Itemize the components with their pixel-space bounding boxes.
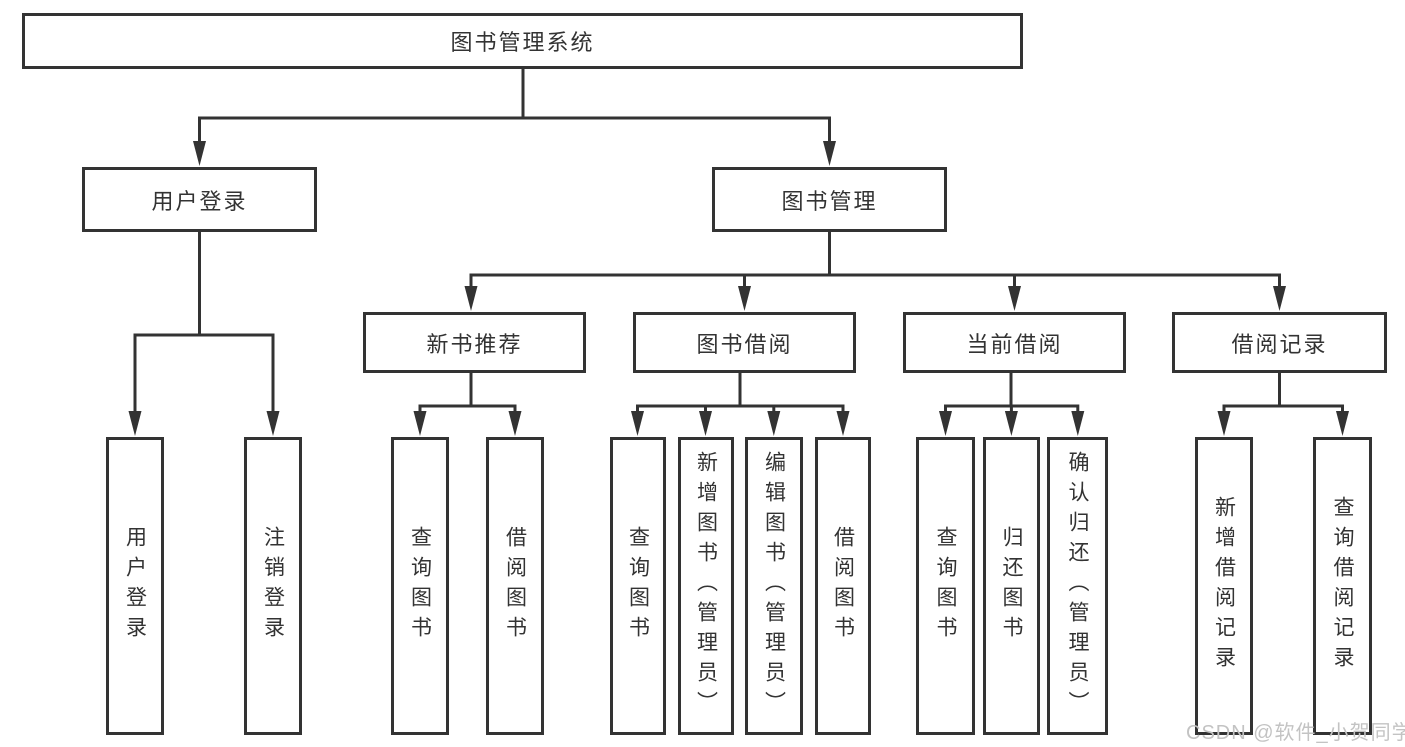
leaf-add-borrow-record: 新增借阅记录 xyxy=(1195,437,1253,735)
leaf-query-borrow-record: 查询借阅记录 xyxy=(1313,437,1372,735)
node-borrow-records: 借阅记录 xyxy=(1172,312,1387,373)
edge-bookborrow-to-leaves xyxy=(636,371,845,415)
edge-bookmgmt-to-level3 xyxy=(469,230,1281,289)
leaf-return-books: 归还图书 xyxy=(983,437,1040,735)
leaf-borrow-books-recommend: 借阅图书 xyxy=(486,437,544,735)
leaf-edit-books-admin: 编辑图书（管理员） xyxy=(745,437,803,735)
edge-userlogin-to-leaves xyxy=(133,230,275,414)
leaf-confirm-return-admin: 确认归还（管理员） xyxy=(1047,437,1108,735)
leaf-logout: 注销登录 xyxy=(244,437,302,735)
leaf-borrow-books: 借阅图书 xyxy=(815,437,871,735)
node-user-login: 用户登录 xyxy=(82,167,317,232)
node-new-book-recommend: 新书推荐 xyxy=(363,312,586,373)
edge-root-to-level2 xyxy=(198,67,831,144)
leaf-query-books-recommend: 查询图书 xyxy=(391,437,449,735)
leaf-user-login: 用户登录 xyxy=(106,437,164,735)
node-book-management: 图书管理 xyxy=(712,167,947,232)
leaf-add-books-admin: 新增图书（管理员） xyxy=(678,437,734,735)
edge-newbooks-to-leaves xyxy=(418,371,517,415)
node-current-borrow: 当前借阅 xyxy=(903,312,1126,373)
leaf-query-books-current: 查询图书 xyxy=(916,437,975,735)
node-root-library-system: 图书管理系统 xyxy=(22,13,1023,69)
edge-currentborrow-to-leaves xyxy=(944,371,1080,415)
node-book-borrow: 图书借阅 xyxy=(633,312,856,373)
edge-borrowrecords-to-leaves xyxy=(1222,371,1344,415)
arrowheads xyxy=(128,141,1349,436)
leaf-query-books-borrow: 查询图书 xyxy=(610,437,666,735)
